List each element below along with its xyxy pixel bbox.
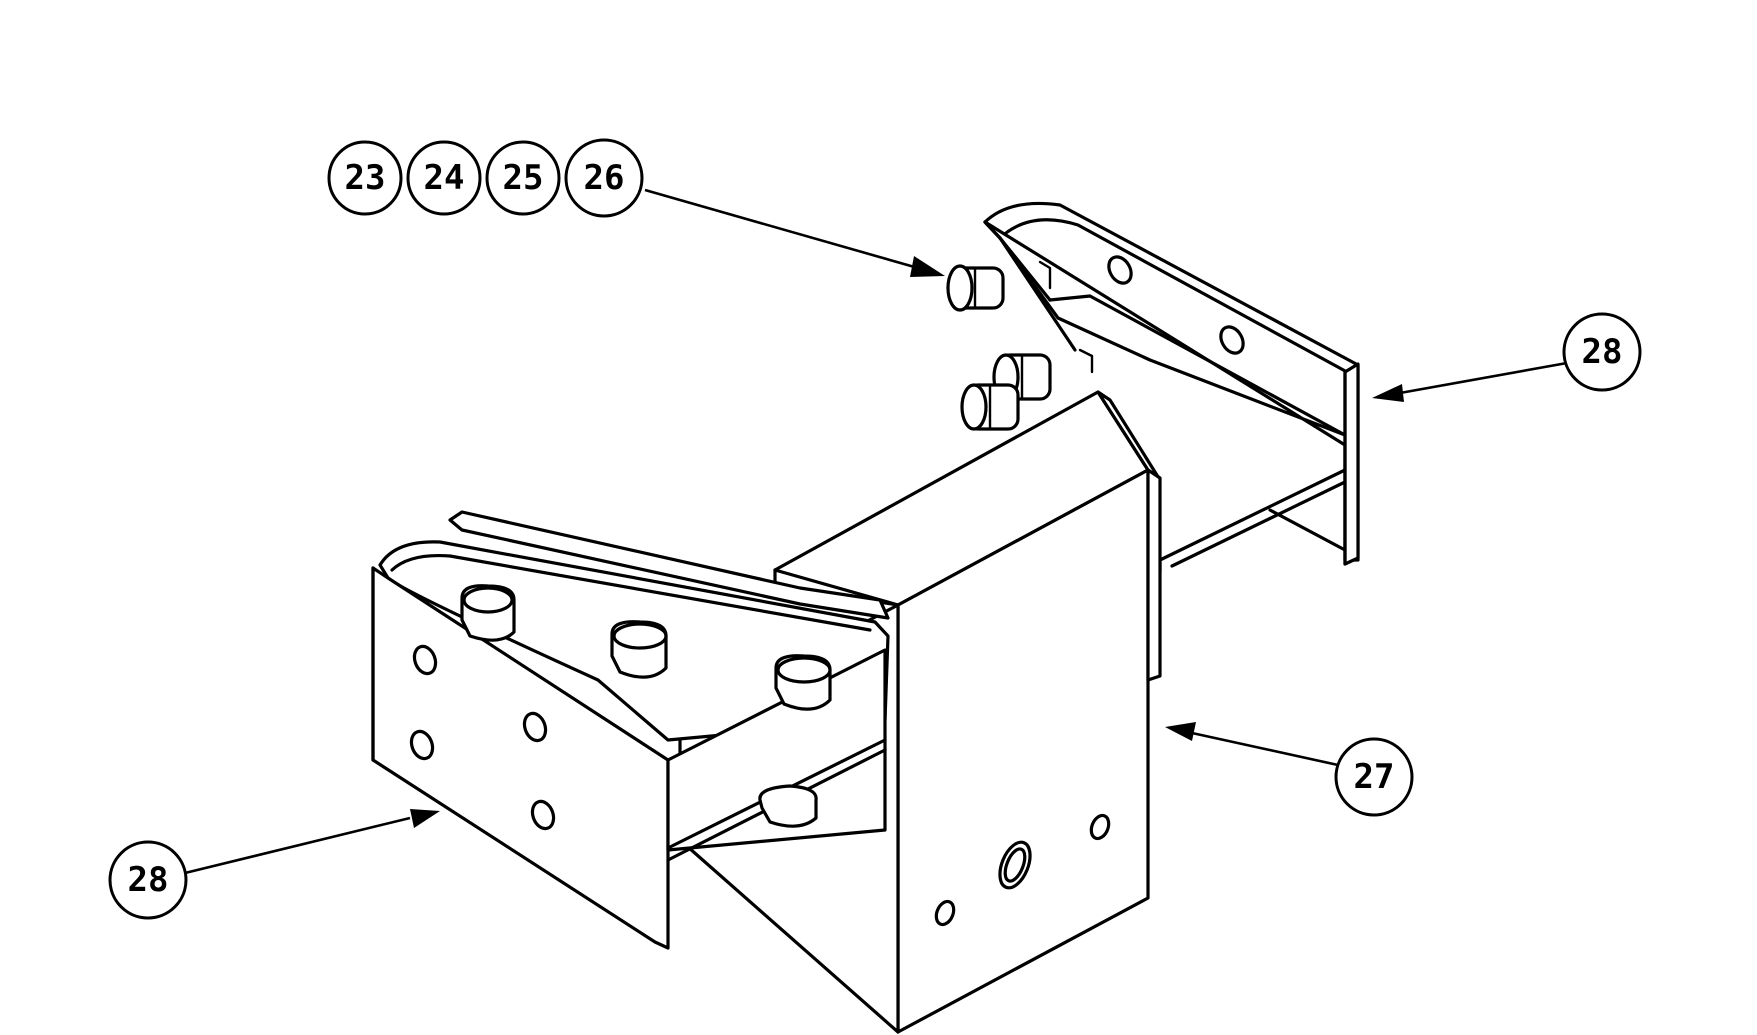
bolts — [460, 260, 1094, 828]
bolt-head-5 — [610, 620, 668, 679]
callout-23: 23 — [345, 158, 386, 198]
leader-28-right — [1399, 361, 1568, 395]
callout-24: 24 — [424, 158, 465, 198]
bolt-head-3 — [960, 383, 1020, 431]
leader-lines — [184, 188, 1568, 875]
bolt-head-4 — [460, 584, 516, 642]
callout-23-circle — [327, 140, 403, 216]
callout-25-circle — [485, 140, 561, 216]
bolt-head-1 — [946, 264, 1005, 312]
callout-28-left: 28 — [128, 860, 169, 900]
callout-26: 26 — [584, 158, 625, 198]
bolt-head-7 — [758, 784, 818, 828]
callout-right-lower: 27 — [1334, 737, 1414, 817]
callout-28-right: 28 — [1582, 332, 1623, 372]
leader-23-26 — [644, 188, 919, 270]
callout-25: 25 — [503, 158, 544, 198]
leader-28-left — [184, 816, 411, 875]
callout-24-circle — [406, 140, 482, 216]
callout-right-upper: 28 — [1562, 312, 1642, 392]
callout-27: 27 — [1354, 757, 1395, 797]
callout-26-circle — [564, 138, 644, 218]
callout-group-top: 23 24 25 26 — [327, 138, 644, 218]
leader-27 — [1191, 731, 1339, 767]
callout-left-lower: 28 — [108, 840, 188, 920]
bolt-head-6 — [774, 654, 832, 711]
